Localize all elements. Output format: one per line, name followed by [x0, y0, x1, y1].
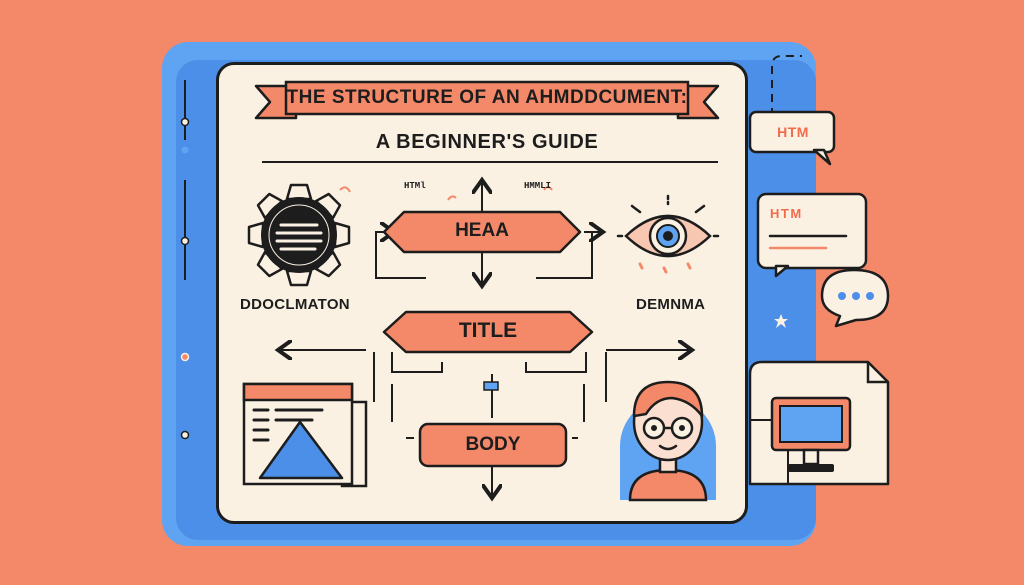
head-node-label: HEAA: [455, 220, 509, 241]
diagram-subtitle: A BEGINNER'S GUIDE: [375, 131, 599, 153]
tag-bubble-text: HTM: [777, 124, 809, 140]
right-side-label: DEMNMA: [636, 296, 706, 313]
timeline-rail: [180, 80, 190, 440]
diagram-title: THE STRUCTURE OF AN AHMDDCUMENT:: [286, 87, 688, 108]
gear-icon: [247, 183, 351, 287]
title-node-label: TITLE: [458, 319, 518, 342]
dashed-connector: [771, 55, 802, 130]
tiny-label-right: HMMLI: [524, 181, 552, 191]
body-node-label: BODY: [465, 434, 521, 455]
left-side-label: DDOCLMATON: [240, 296, 350, 313]
eye-icon: [616, 194, 720, 274]
chat-card-text: HTM: [770, 206, 803, 221]
title-ribbon: [254, 80, 720, 120]
tiny-label-left: HTMl: [404, 181, 426, 191]
chat-card: [756, 192, 868, 278]
divider: [262, 161, 718, 163]
body-node-shape: [418, 422, 568, 468]
avatar-person-icon: [620, 380, 716, 502]
star-icon: [774, 314, 788, 328]
speech-bubble-icon: [820, 268, 890, 328]
title-node-shape: [382, 310, 594, 354]
head-node-shape: [382, 210, 582, 254]
monitor-card: [748, 360, 890, 486]
tag-bubble: [748, 110, 836, 166]
document-window-icon: [242, 382, 368, 488]
